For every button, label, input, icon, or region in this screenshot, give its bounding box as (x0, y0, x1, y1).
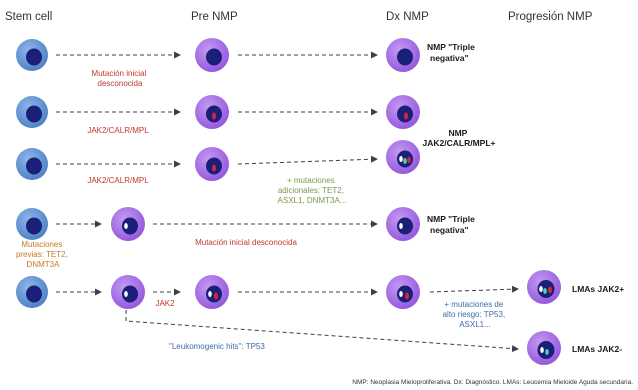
progression-cell (527, 331, 561, 365)
arrow (429, 285, 519, 293)
dx-nmp-cell (386, 140, 420, 174)
column-title-progresion-nmp: Progresión NMP (508, 11, 593, 23)
progression-cell (527, 270, 561, 304)
mutation-label: JAK2/CALR/MPL (87, 126, 149, 135)
dx-nmp-cell (386, 207, 420, 241)
pre-mutated-cell (111, 275, 145, 309)
dx-label: NMP "Triple negativa" (427, 42, 477, 63)
mutation-label: Mutación inicial desconocida (92, 69, 149, 88)
progression-label: LMAs JAK2- (572, 344, 622, 354)
white-mutation-mark (399, 223, 403, 229)
dx-nmp-cell (386, 275, 420, 309)
additional-mutations-label: + mutaciones adicionales: TET2, ASXL1, D… (278, 176, 347, 205)
red-mutation-mark (404, 112, 408, 120)
red-mutation-mark (214, 292, 218, 300)
column-title-dx-nmp: Dx NMP (386, 11, 429, 23)
dx-label: NMP "Triple negativa" (427, 214, 477, 235)
stem-cell (16, 208, 48, 240)
row-3: JAK2/CALR/MPL + mutaciones adicionales: … (16, 140, 420, 205)
stem-cell (16, 96, 48, 128)
white-mutation-mark (540, 347, 544, 353)
dx-nmp-cell (386, 38, 420, 72)
column-title-pre-nmp: Pre NMP (191, 11, 238, 23)
white-mutation-mark (124, 223, 128, 229)
teal-mutation-mark (545, 349, 549, 355)
white-mutation-mark (124, 291, 128, 297)
arrow (125, 310, 519, 353)
high-risk-mutations-label: + mutaciones de alto riesgo: TP53, ASXL1… (443, 300, 508, 329)
progression-label: LMAs JAK2+ (572, 284, 624, 294)
stem-cell (16, 276, 48, 308)
white-mutation-mark (399, 156, 403, 162)
row-6: "Leukomogenic hits": TP53 LMAs JAK2- (125, 310, 622, 365)
white-mutation-mark (208, 291, 212, 297)
pre-nmp-cell (195, 275, 229, 309)
previous-mutations-label: Mutaciones previas: TET2, DNMT3A (16, 240, 70, 269)
column-title-stem-cell: Stem cell (5, 11, 52, 23)
white-mutation-mark (399, 291, 403, 297)
red-mutation-mark (548, 286, 552, 294)
mutation-label: JAK2 (155, 299, 175, 308)
red-mutation-mark (212, 164, 216, 172)
red-mutation-mark (405, 292, 409, 300)
stem-cell (16, 148, 48, 180)
row-2: JAK2/CALR/MPL NMP JAK2/CALR/MPL+ (16, 95, 496, 148)
arrow (237, 155, 378, 165)
stem-cell (16, 39, 48, 71)
pre-nmp-cell (195, 38, 229, 72)
leukomogenic-hits-label: "Leukomogenic hits": TP53 (169, 342, 265, 351)
dx-label: NMP JAK2/CALR/MPL+ (423, 128, 496, 148)
row-5: JAK2 + mutaciones de alto riesgo: TP53, … (16, 270, 624, 329)
pre-mutated-cell (111, 207, 145, 241)
white-mutation-mark (539, 286, 543, 292)
pre-nmp-cell (195, 147, 229, 181)
mutation-label: JAK2/CALR/MPL (87, 176, 149, 185)
dx-nmp-cell (386, 95, 420, 129)
row-4: Mutaciones previas: TET2, DNMT3A Mutació… (16, 207, 477, 269)
teal-mutation-mark (543, 288, 547, 294)
teal-mutation-mark (403, 158, 407, 164)
footnote: NMP: Neoplasia Mieloproliferativa. Dx: D… (352, 379, 633, 386)
red-mutation-mark (407, 156, 411, 164)
red-mutation-mark (212, 112, 216, 120)
row-1: Mutación inicial desconocida NMP "Triple… (16, 38, 477, 88)
pre-nmp-cell (195, 95, 229, 129)
mutation-label: Mutación inicial desconocida (195, 238, 297, 247)
